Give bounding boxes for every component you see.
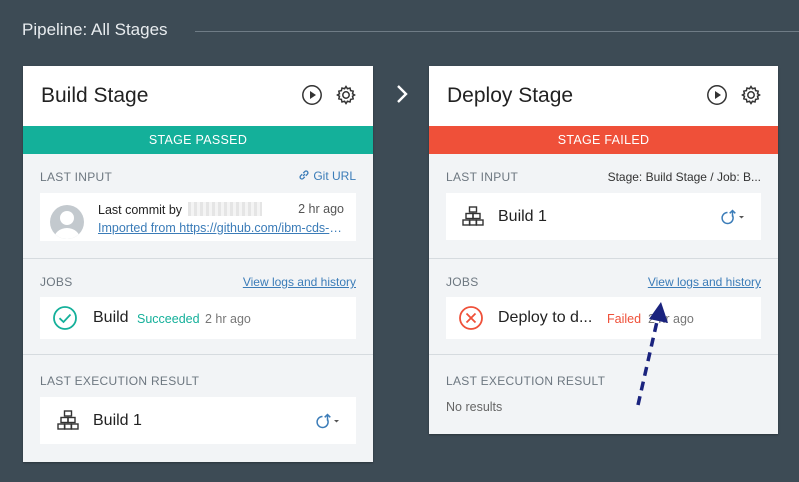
job-status-failed: Failed [607,312,642,326]
play-icon[interactable] [301,84,323,106]
jobs-label: JOBS [446,275,479,289]
link-icon [299,170,309,180]
job-name: Deploy to d... [498,309,593,326]
no-results-text: No results [446,400,503,414]
gear-icon[interactable] [739,83,763,107]
last-execution-box: Build 1 [40,397,356,444]
job-row-build[interactable]: Build Succeeded 2 hr ago [40,297,356,339]
job-status-succeeded: Succeeded [137,312,200,326]
last-commit-box: Last commit by 2 hr ago Imported from ht… [40,193,356,241]
job-row-deploy[interactable]: Deploy to d... Failed 2 hr ago [446,297,761,339]
stage-status-passed: STAGE PASSED [23,126,373,154]
git-url-label: Git URL [313,169,356,183]
job-time: 2 hr ago [648,312,694,326]
jobs-label: JOBS [40,275,73,289]
build-stage-card: Build Stage STAGE PASSED LAST INPUT Git … [23,66,373,462]
last-execution-label: LAST EXECUTION RESULT [446,374,606,388]
last-input-label: LAST INPUT [446,170,519,184]
input-stage-job-meta: Stage: Build Stage / Job: B... [607,170,761,184]
commit-time: 2 hr ago [298,202,344,216]
redacted-author-name [188,202,263,216]
rerun-icon[interactable] [719,208,747,226]
gear-icon[interactable] [334,83,358,107]
commit-source-link[interactable]: Imported from https://github.com/ibm-cds… [98,221,344,235]
input-item: Build 1 [498,208,547,225]
pipeline-header: Pipeline: All Stages [22,20,799,42]
section-divider [429,258,778,259]
last-execution-label: LAST EXECUTION RESULT [40,374,200,388]
error-circle-icon [459,306,483,330]
view-logs-link[interactable]: View logs and history [242,275,356,289]
pipeline-title: Pipeline: All Stages [22,20,168,39]
commit-author-text: Last commit by [98,202,263,217]
deploy-stage-card: Deploy Stage STAGE FAILED LAST INPUT Sta… [429,66,778,434]
last-execution-item: Build 1 [93,412,142,429]
avatar [50,205,84,239]
rerun-icon[interactable] [314,412,342,430]
play-icon[interactable] [706,84,728,106]
build-stage-title: Build Stage [41,84,149,107]
build-stage-header: Build Stage [23,66,373,126]
deploy-stage-header: Deploy Stage [429,66,778,126]
git-url-link[interactable]: Git URL [298,169,356,183]
chevron-right-icon [397,85,408,103]
header-divider [195,31,799,32]
last-input-label: LAST INPUT [40,170,113,184]
section-divider [23,354,373,355]
check-circle-icon [53,306,77,330]
build-artifact-icon [462,206,484,226]
job-name: Build [93,309,129,326]
section-divider [23,258,373,259]
job-time: 2 hr ago [205,312,251,326]
deploy-stage-title: Deploy Stage [447,84,574,107]
section-divider [429,354,778,355]
build-artifact-icon [57,410,79,430]
stage-status-failed: STAGE FAILED [429,126,778,154]
view-logs-link[interactable]: View logs and history [647,275,761,289]
last-input-box: Build 1 [446,193,761,240]
